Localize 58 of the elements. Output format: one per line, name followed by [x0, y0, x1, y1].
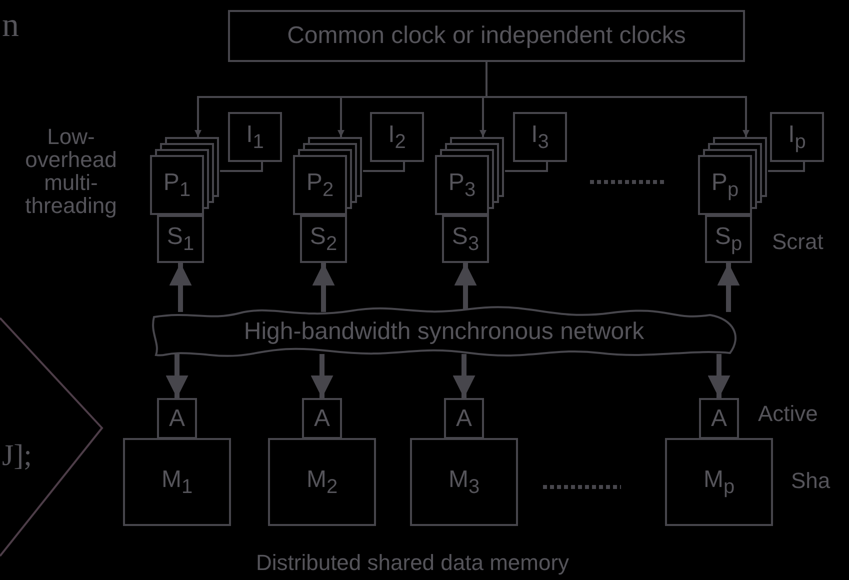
arrow [486, 62, 750, 137]
accelerator-box [157, 398, 197, 439]
node-symbol: P$_{2}$ [306, 170, 334, 200]
node-symbol: A [710, 406, 727, 430]
node-symbol: S$_{3}$ [452, 224, 480, 254]
node-symbol: I$_{1}$ [246, 122, 264, 152]
node-symbol: P$_{1}$ [163, 170, 191, 200]
heading-fragment: n [2, 8, 19, 44]
node-symbol: S$_{2}$ [310, 224, 338, 254]
side-label: Scrat [772, 230, 824, 254]
node-label: High-bandwidth synchronous network [244, 320, 644, 344]
node-symbol: M$_{p}$ [703, 468, 735, 496]
node-symbol: M$_{2}$ [306, 468, 338, 496]
node-symbol: A [456, 406, 472, 430]
node-symbol: M$_{1}$ [161, 468, 193, 496]
node-symbol: S$_{p}$ [714, 224, 742, 254]
scratchpad-box [705, 215, 752, 263]
instruction-box [370, 112, 424, 162]
scratchpad-box [442, 215, 489, 263]
memory-box [410, 438, 518, 526]
arrow [708, 354, 730, 398]
accelerator-box [302, 398, 342, 439]
processor-stack [698, 137, 768, 215]
node-symbol: P$_{3}$ [448, 170, 476, 200]
code-fragment: J]; [2, 440, 32, 472]
scratchpad-box [157, 215, 204, 263]
caption-label: Distributed shared data memory [256, 551, 570, 574]
arrow [452, 354, 476, 398]
node-label: Common clock or independent clocks [287, 24, 686, 48]
arrow [169, 263, 192, 312]
processor-stack [435, 137, 505, 215]
arrow [310, 354, 334, 398]
node-symbol: P$_{p}$ [711, 170, 739, 200]
memory-box [268, 438, 376, 526]
instruction-box [513, 112, 567, 162]
accelerator-box [699, 398, 739, 439]
arrow [717, 263, 740, 312]
side-label: Low-overhead multi-threading [24, 125, 118, 218]
instruction-box [228, 112, 282, 162]
node-symbol: M$_{3}$ [448, 468, 480, 496]
node-symbol: I$_{3}$ [531, 122, 549, 152]
node-symbol: A [314, 406, 330, 430]
arrow [166, 354, 188, 398]
accelerator-box [444, 398, 484, 439]
instruction-box [770, 112, 824, 162]
scratchpad-box [300, 215, 347, 263]
clock-box [228, 10, 745, 62]
memory-box [123, 438, 231, 526]
side-label: Sha [791, 469, 830, 492]
memory-box [665, 438, 773, 526]
processor-stack [293, 137, 363, 215]
node-symbol: A [168, 406, 185, 430]
node-symbol: S$_{1}$ [166, 224, 194, 254]
side-label: Active [758, 402, 818, 426]
node-symbol: I$_{p}$ [788, 122, 806, 152]
node-symbol: I$_{2}$ [388, 122, 406, 152]
processor-stack [150, 137, 220, 215]
arrow [312, 263, 335, 312]
